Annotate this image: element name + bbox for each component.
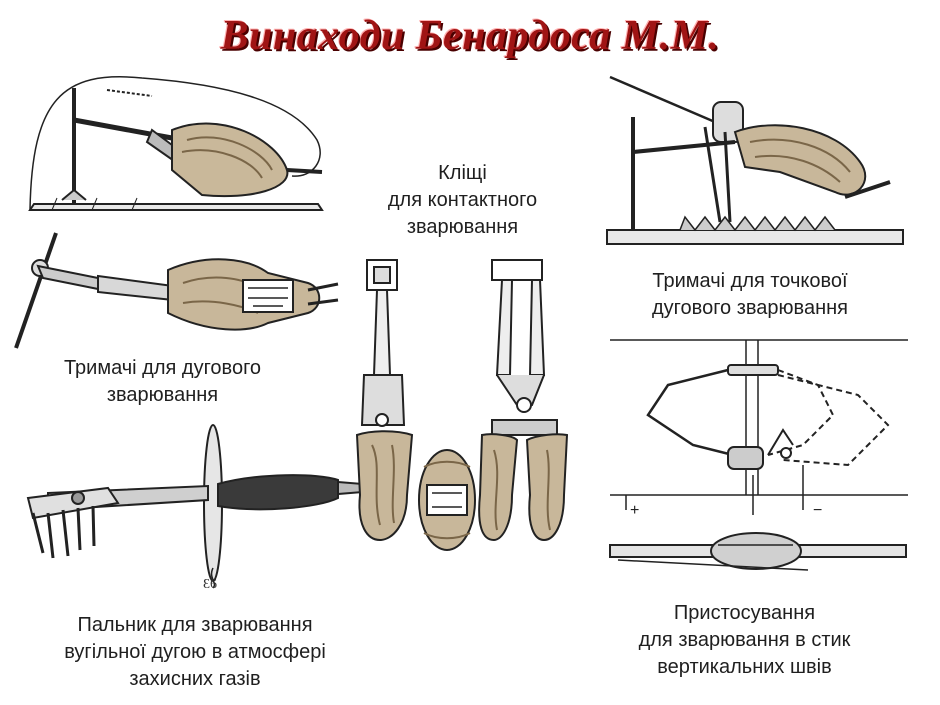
- page-title: Винаходи Бенардоса М.М.: [220, 13, 720, 59]
- minus-terminal-label: −: [813, 502, 822, 519]
- arc-holder-handheld-illustration: [8, 228, 343, 358]
- caption-vertical-device: Пристосування для зварювання в стик верт…: [638, 602, 851, 678]
- caption-spot-holders: Тримачі для точкової дугового зварювання: [652, 270, 848, 319]
- caption-arc-holders: Тримачі для дугового зварювання: [63, 357, 262, 406]
- torch-mark-label: Ɛ6: [203, 577, 217, 592]
- plus-terminal-label: +: [630, 502, 639, 519]
- spot-arc-holder-illustration: [605, 72, 905, 247]
- contact-welding-tongs-illustration: [352, 255, 580, 555]
- caption-contact-tongs: Кліщі для контактного зварювання: [387, 162, 538, 238]
- arc-holder-stand-illustration: [22, 60, 332, 220]
- carbon-arc-torch-illustration: Ɛ6: [8, 418, 368, 593]
- caption-carbon-torch: Пальник для зварювання вугільної дугою в…: [64, 614, 326, 690]
- vertical-seam-device-illustration: + −: [608, 335, 918, 580]
